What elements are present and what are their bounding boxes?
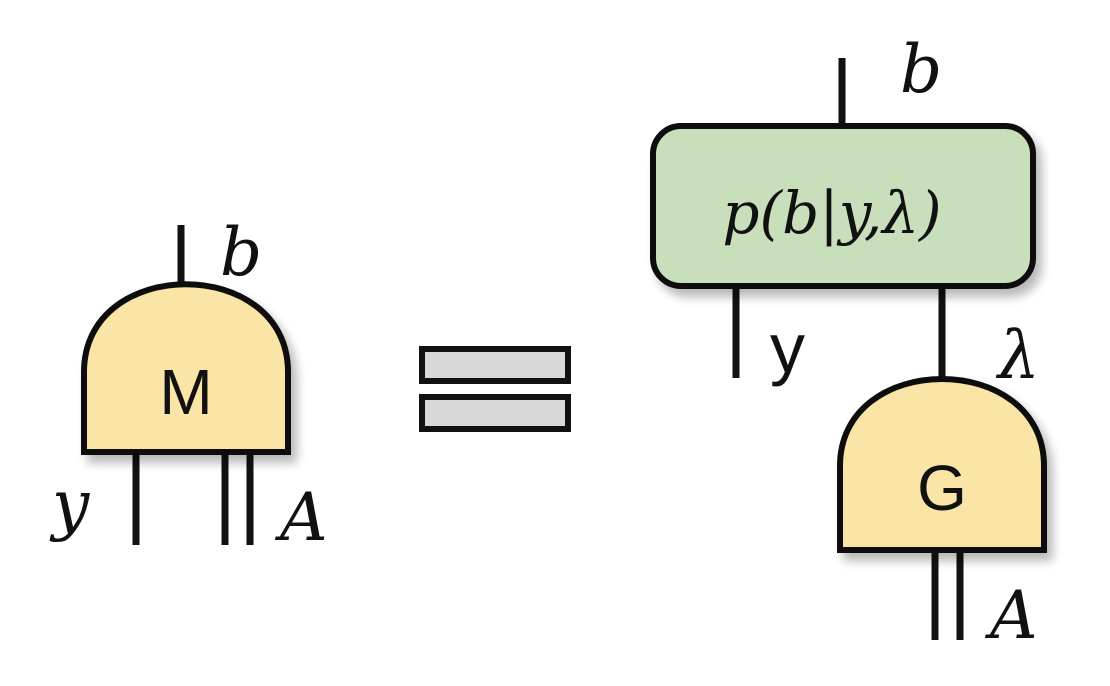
left-input-label-y: y (49, 466, 90, 543)
equals-bar-bottom (419, 394, 571, 432)
left-input-label-A: A (274, 479, 328, 556)
hidden-variable-label: λ (995, 317, 1040, 394)
gate-G-label: G (917, 452, 967, 524)
process-expression: p(b|y,λ) (722, 179, 941, 247)
equals-bar-top (419, 346, 571, 384)
left-output-label-b: b (220, 214, 262, 291)
right-output-label-b: b (900, 31, 942, 108)
gate-M-shape (81, 281, 291, 455)
right-decomposition-group: p(b|y,λ) G b y λ A (650, 31, 1047, 654)
gate-M-label: M (159, 356, 212, 428)
right-input-label-A: A (984, 577, 1038, 654)
gate-G-shape (837, 376, 1047, 553)
process-box (650, 123, 1036, 289)
equals-sign (419, 346, 571, 432)
right-input-label-y: y (770, 309, 805, 387)
left-measurement-group: M b y A (49, 214, 328, 556)
